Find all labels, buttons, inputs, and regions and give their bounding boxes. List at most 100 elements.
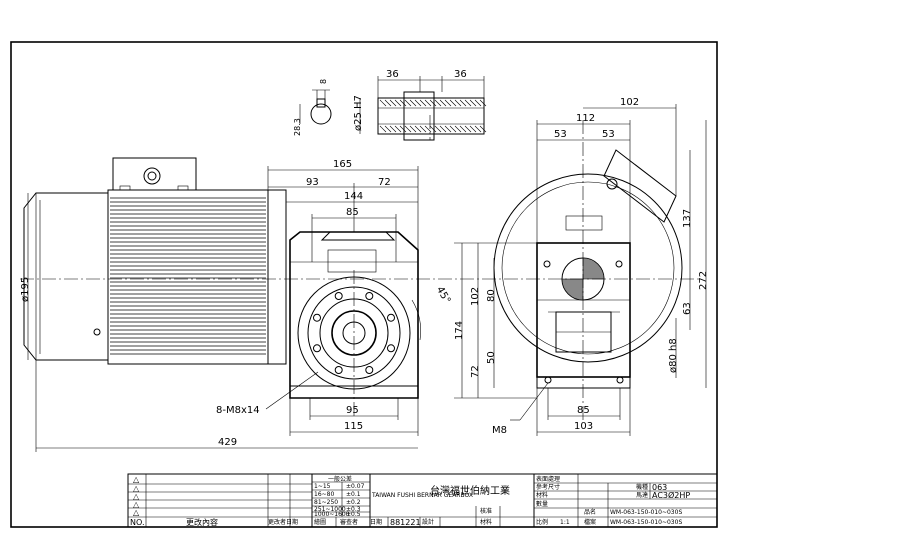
shaft-len-left: 36 [386, 69, 399, 80]
rev-mark-1: △ [133, 475, 140, 484]
rev-date-label: 更改者日期 [268, 518, 298, 526]
flange-bolt-hole [387, 344, 395, 353]
shaft-hatch-line [394, 99, 402, 107]
shaft-hatch-line [384, 99, 392, 107]
motor-value: AC3Ø2HP [652, 490, 690, 500]
shaft-hatch-line [384, 125, 392, 133]
shaft-hatch-line [449, 99, 457, 107]
design-label: 設計 [422, 518, 434, 526]
flange-bolt-hole [365, 366, 374, 374]
dim-base-115: 115 [344, 421, 363, 432]
shaft-hatch-line [379, 125, 387, 133]
rev-mark-3: △ [133, 492, 140, 501]
shaft-hatch-line [479, 99, 487, 107]
scale-value: 1:1 [560, 519, 570, 526]
rev-mark-4: △ [133, 500, 140, 509]
model-label: 機種 [636, 483, 648, 491]
dim-front-85: 85 [577, 405, 590, 416]
shaft-hatch-line [444, 125, 452, 133]
dim-429: 429 [218, 437, 237, 448]
shaft-hatch-line [429, 99, 437, 107]
dim-50: 50 [486, 351, 497, 364]
scale-label: 比例 [536, 518, 548, 526]
dim-front-53a: 53 [554, 129, 567, 140]
shaft-hatch-line [419, 125, 427, 133]
shaft-hatch-line [414, 99, 422, 107]
model-value: 063 [652, 483, 667, 492]
front-view-dimensions: 102 112 53 53 137 272 63 ø80 h8 80 50 85… [486, 97, 709, 436]
flange-bolt-hole [334, 366, 343, 374]
checker-label: 審查者 [340, 518, 358, 526]
file-value: WM-063-150-010~030S [610, 519, 682, 526]
shaft-hatch-line [399, 125, 407, 133]
company-english: TAIWAN FUSHI BERNAR GEARBOX [371, 492, 473, 499]
front-bolt: M8 [492, 425, 507, 436]
tolerance-value: ±0.2 [346, 499, 361, 506]
name-value: WM-063-150-010~030S [610, 509, 682, 516]
dim-front-53b: 53 [602, 129, 615, 140]
shaft-hatch-line [429, 125, 437, 133]
shaft-hatch-line [449, 125, 457, 133]
sheet-border [10, 41, 718, 528]
front-logo-plate [565, 215, 603, 231]
shaft-detail: 8 28.3 36 36 ø25 H7 [293, 69, 487, 141]
dim-174: 174 [454, 321, 465, 340]
shaft-hatch-line [419, 99, 427, 107]
tolerance-range: 81~250 [314, 499, 338, 506]
shaft-hatch-line [464, 125, 472, 133]
dim-flange-85: 85 [346, 207, 359, 218]
tolerance-title: 一般公差 [328, 475, 352, 483]
shaft-hatch-line [389, 99, 397, 107]
dim-front-103: 103 [574, 421, 593, 432]
approve-label: 核准 [480, 507, 492, 515]
file-label: 檔案 [584, 518, 596, 526]
flange-bolt-hole [365, 292, 374, 300]
dim-front-102: 102 [620, 97, 639, 108]
dim-72-left: 72 [470, 365, 481, 378]
dim-93: 93 [306, 177, 319, 188]
shaft-hatch-line [414, 125, 422, 133]
shaft-hatch-line [434, 99, 442, 107]
shaft-bore: ø25 H7 [353, 95, 364, 131]
motor-label: 馬達 [636, 491, 648, 499]
shaft-hatch-line [439, 99, 447, 107]
tolerance-range: 1000~1600 [314, 511, 350, 518]
dim-motor-dia: ø195 [20, 277, 31, 302]
shaft-hatch-line [409, 125, 417, 133]
key-width-label: 8 [319, 79, 328, 84]
dim-144: 144 [344, 191, 363, 202]
shaft-hatch-line [379, 99, 387, 107]
shaft-hatch-line [454, 99, 462, 107]
shaft-hatch-line [474, 125, 482, 133]
material-label: 材料 [480, 518, 492, 526]
centerlines [20, 115, 700, 420]
shaft-hatch-line [434, 125, 442, 133]
shaft-hatch-line [464, 99, 472, 107]
rev-content-label: 更改內容 [186, 517, 218, 527]
shaft-hatch-line [424, 99, 432, 107]
flange-bolt-hole [387, 313, 395, 322]
qty-label: 數量 [536, 500, 548, 508]
shaft-hatch-line [459, 125, 467, 133]
key-depth-label: 28.3 [293, 118, 302, 136]
ground-screw [93, 328, 101, 336]
bolt-note: 8-M8x14 [216, 405, 260, 416]
shaft-hatch-line [469, 99, 477, 107]
dim-base-95: 95 [346, 405, 359, 416]
shaft-hatch-line [404, 99, 412, 107]
drawing-label: 繪圖 [314, 518, 326, 526]
shaft-hatch-line [469, 125, 477, 133]
logo-plate [327, 249, 377, 273]
dim-80: 80 [486, 289, 497, 302]
shaft-hatch-line [444, 99, 452, 107]
shaft-len-right: 36 [454, 69, 467, 80]
dim-front-112: 112 [576, 113, 595, 124]
dim-137: 137 [682, 209, 693, 228]
tolerance-range: 1~15 [314, 483, 331, 490]
material2-label: 材料 [536, 491, 548, 499]
rev-mark-2: △ [133, 484, 140, 493]
side-view-motor [23, 157, 287, 365]
dim-102: 102 [470, 287, 481, 306]
rev-no-label: NO. [130, 518, 145, 527]
